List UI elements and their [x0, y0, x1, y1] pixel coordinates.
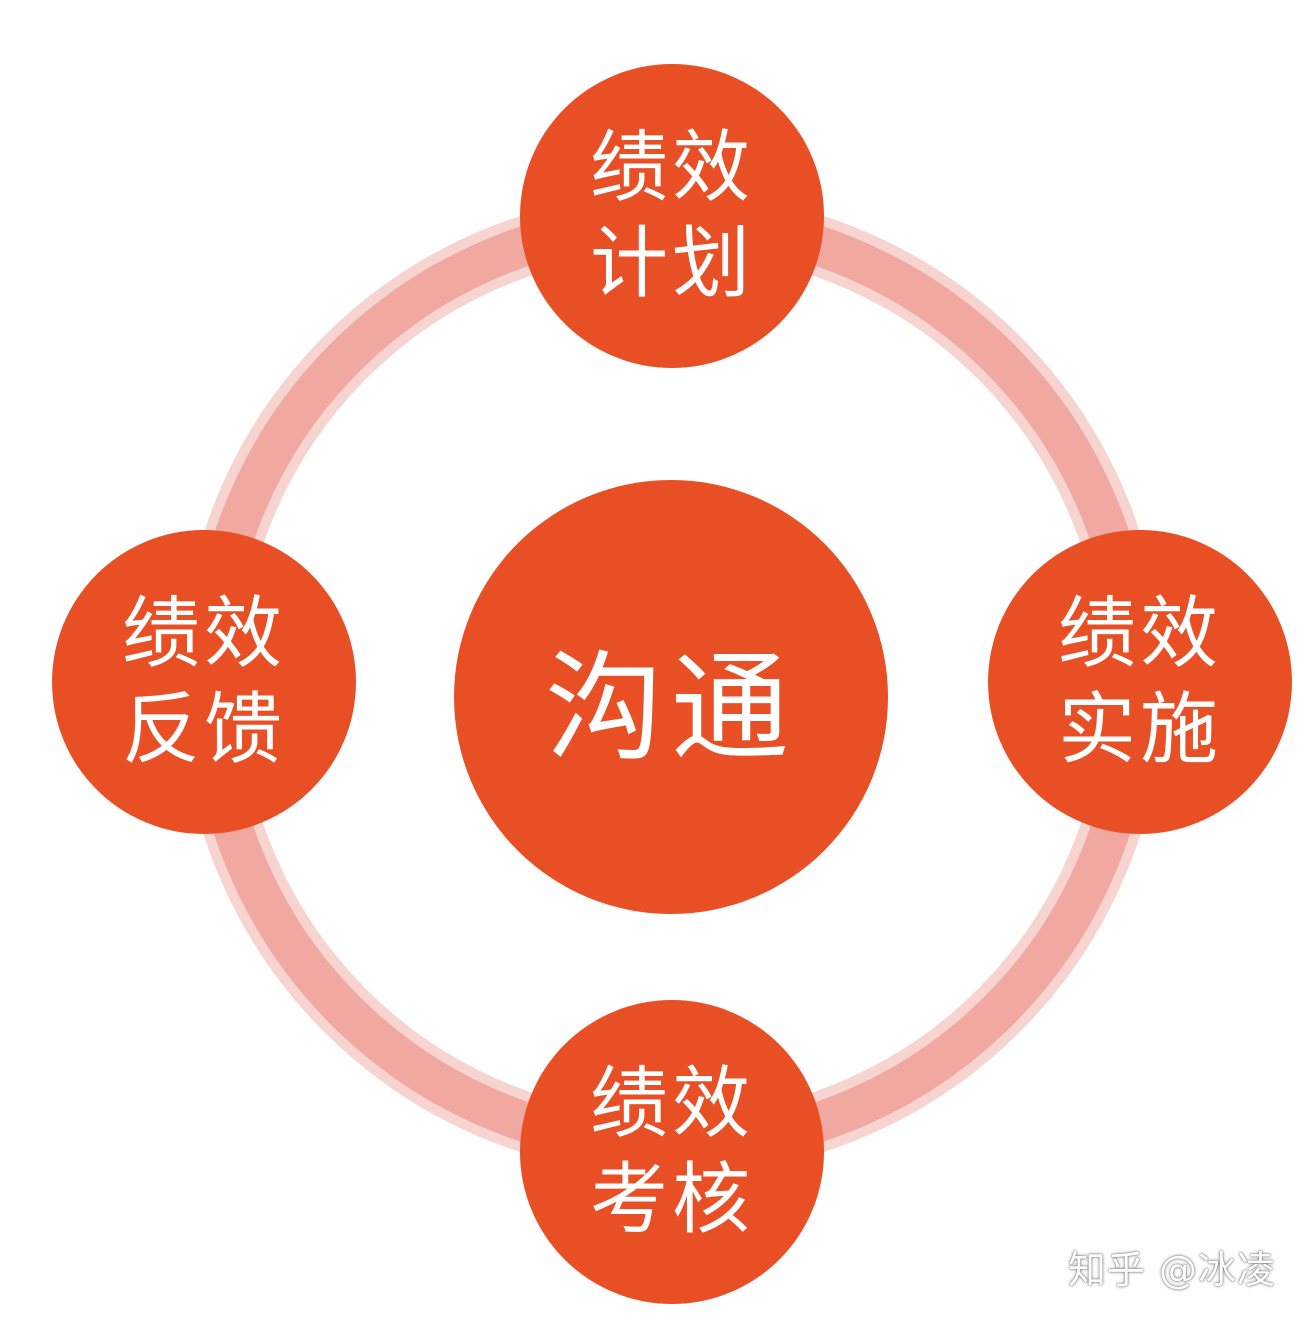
node-left-line2: 反馈	[121, 685, 286, 775]
node-performance-feedback: 绩效 反馈	[52, 530, 356, 834]
node-communication-center: 沟通	[454, 480, 888, 914]
node-performance-planning: 绩效 计划	[520, 64, 824, 368]
node-bottom-line1: 绩效	[589, 1059, 754, 1149]
watermark: 知乎 @冰凌	[1067, 1248, 1276, 1292]
center-label: 沟通	[544, 638, 797, 777]
node-performance-implementation: 绩效 实施	[988, 530, 1292, 834]
node-left-line1: 绩效	[121, 589, 286, 679]
node-top-line2: 计划	[589, 219, 754, 309]
node-top-line1: 绩效	[589, 123, 754, 213]
node-right-line2: 实施	[1057, 685, 1222, 775]
node-performance-assessment: 绩效 考核	[520, 1000, 824, 1304]
node-right-line1: 绩效	[1057, 589, 1222, 679]
node-bottom-line2: 考核	[589, 1155, 754, 1245]
